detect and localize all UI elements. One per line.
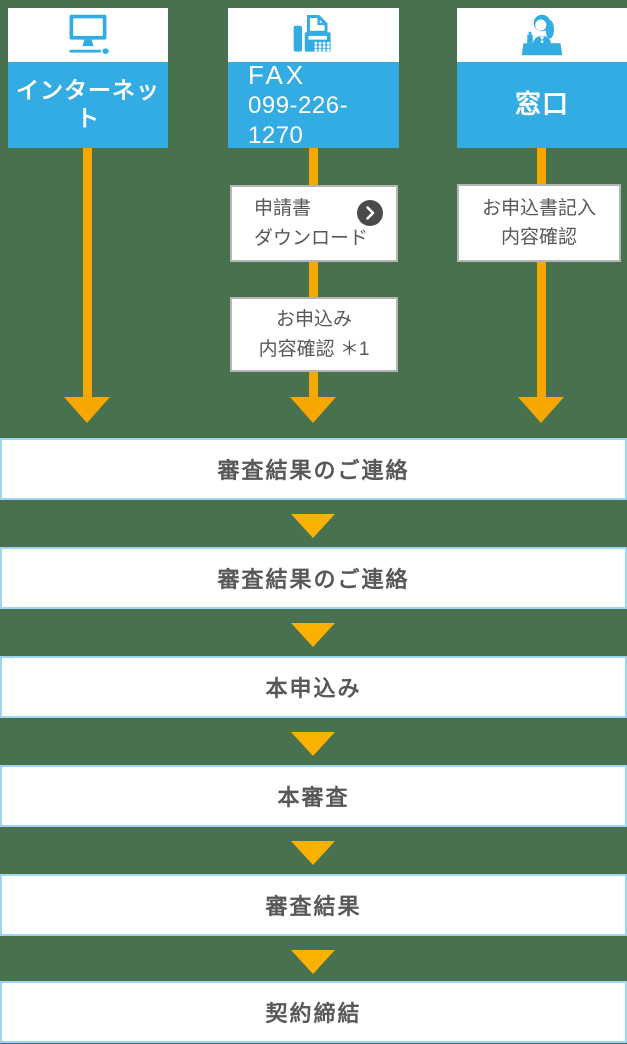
channel-fax-phone: 099-226-1270 <box>248 92 349 150</box>
counter-step-confirm-box: お申込書記入 内容確認 <box>457 184 621 262</box>
channel-internet: インターネット <box>8 8 168 148</box>
fax-step-download-line1: 申請書 <box>254 198 312 220</box>
stage-bar-main-screening: 本審査 <box>0 765 627 827</box>
channel-fax-icon-box <box>228 8 399 62</box>
fax-step-confirm-box: お申込み 内容確認 ＊1 <box>230 297 398 372</box>
stage-bar-formal-application: 本申込み <box>0 656 627 718</box>
channel-counter-label-box: 窓口 <box>457 62 627 148</box>
fax-step-confirm-line2: 内容確認 ＊1 <box>258 338 370 360</box>
stage-bar-screening-result: 審査結果 <box>0 874 627 936</box>
flow-arrow-shaft-fax <box>309 148 318 400</box>
channel-internet-label: インターネット <box>16 77 160 131</box>
stage-bar-result-notice-2: 審査結果のご連絡 <box>0 547 627 609</box>
fax-step-download-line2: ダウンロード <box>254 227 369 249</box>
fax-step-confirm-line1: お申込み <box>275 309 352 331</box>
channel-fax: FAX 099-226-1270 <box>228 8 399 150</box>
down-arrowhead-icon-counter <box>518 397 564 423</box>
flow-arrow-shaft-counter <box>537 148 546 400</box>
stage-label: 審査結果のご連絡 <box>217 458 410 483</box>
counter-step-confirm-line1: お申込書記入 <box>481 197 596 219</box>
channel-internet-icon-box <box>8 8 168 62</box>
chevron-right-circle-icon <box>357 200 383 226</box>
channel-fax-label: FAX <box>248 59 307 90</box>
down-arrowhead-icon-internet <box>64 397 110 423</box>
stage-label: 本審査 <box>277 785 350 810</box>
down-triangle-icon <box>291 950 335 974</box>
stage-bar-result-notice-1: 審査結果のご連絡 <box>0 438 627 500</box>
channel-counter: 窓口 <box>457 8 627 148</box>
stage-label: 審査結果のご連絡 <box>217 567 410 592</box>
down-triangle-icon <box>291 623 335 647</box>
stage-label: 本申込み <box>265 676 362 701</box>
flow-arrow-shaft-internet <box>83 148 92 400</box>
stage-label: 審査結果 <box>265 894 362 919</box>
down-triangle-icon <box>291 514 335 538</box>
stage-label: 契約締結 <box>265 1001 362 1026</box>
channel-internet-label-box: インターネット <box>8 62 168 148</box>
counter-step-confirm-line2: 内容確認 <box>500 227 577 248</box>
down-arrowhead-icon-fax <box>290 397 336 423</box>
monitor-icon <box>69 14 109 54</box>
channel-counter-icon-box <box>457 8 627 62</box>
fax-step-download-link[interactable]: 申請書 ダウンロード <box>230 185 398 262</box>
stage-bar-contract-conclusion: 契約締結 <box>0 981 627 1043</box>
down-triangle-icon <box>291 732 335 756</box>
channel-counter-label: 窓口 <box>514 89 569 120</box>
fax-icon <box>293 15 331 52</box>
channel-fax-label-box: FAX 099-226-1270 <box>228 59 399 150</box>
receptionist-icon <box>521 14 563 56</box>
down-triangle-icon <box>291 841 335 865</box>
